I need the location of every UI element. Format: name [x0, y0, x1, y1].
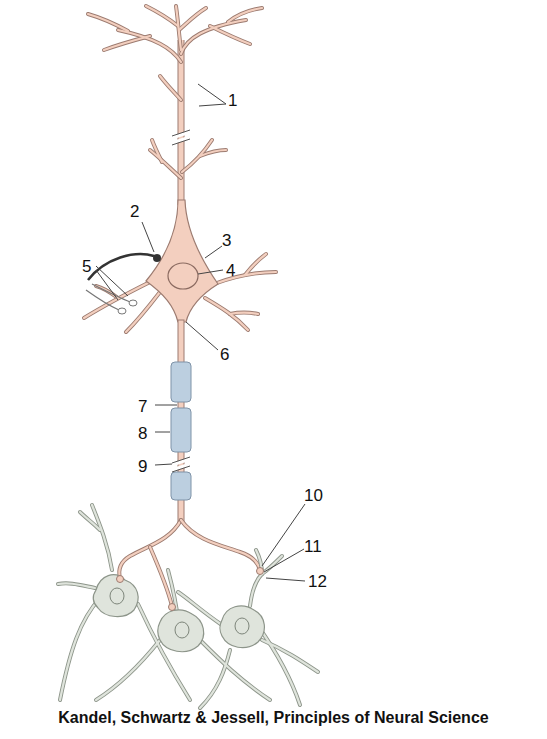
- callout-number: 12: [308, 573, 327, 590]
- callout-number: 6: [220, 346, 229, 363]
- callout-number: 10: [304, 487, 323, 504]
- callout-number: 8: [138, 425, 147, 442]
- callout-number: 4: [226, 262, 235, 279]
- callout-number: 1: [228, 92, 237, 109]
- callout-number: 9: [138, 458, 147, 475]
- figure-caption: Kandel, Schwartz & Jessell, Principles o…: [0, 709, 547, 727]
- callout-number: 2: [130, 203, 139, 220]
- callout-number: 11: [304, 538, 322, 555]
- callout-number: 7: [138, 398, 147, 415]
- callout-number: 3: [222, 232, 231, 249]
- callout-number: 5: [82, 258, 91, 275]
